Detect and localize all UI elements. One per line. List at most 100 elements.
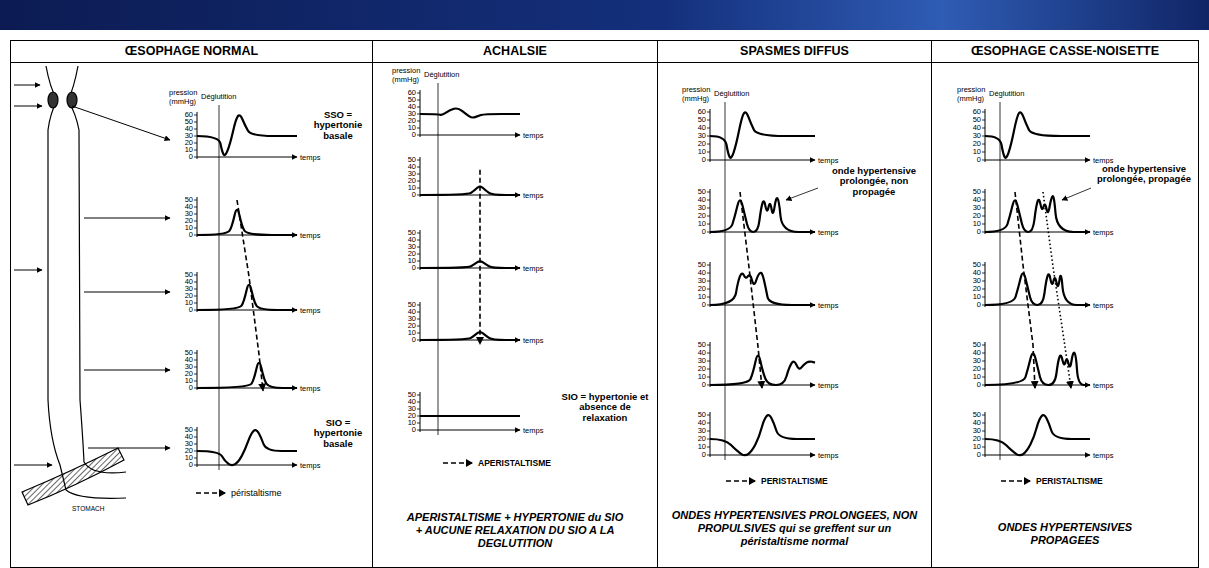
tick-value: 40 [961, 196, 981, 204]
tick-value: 10 [961, 443, 981, 451]
time-axis-label: temps [523, 427, 543, 435]
tick-value: 50 [961, 261, 981, 269]
pressure-curve [985, 415, 1090, 455]
time-axis-label: temps [1093, 302, 1113, 310]
tick-value: 60 [686, 108, 706, 116]
y-axis [420, 392, 421, 432]
sphincter-note: SIO = hypertonie basale [306, 418, 370, 449]
tick-value: 30 [686, 427, 706, 435]
wave-arrow [1015, 192, 1035, 388]
sphincter-note: SIO = hypertonie et absence de relaxatio… [558, 392, 652, 423]
y-axis [985, 412, 986, 457]
wave-arrow [740, 192, 762, 388]
tick-value: 0 [961, 451, 981, 459]
tick-value: 0 [173, 306, 193, 314]
pressure-curve [710, 273, 815, 305]
tick-value: 10 [961, 373, 981, 381]
top-banner [0, 0, 1209, 30]
swallow-line [219, 105, 220, 470]
swallow-label: Déglutition [201, 93, 236, 101]
tick-value: 50 [686, 116, 706, 124]
swallow-line [1000, 102, 1001, 460]
column-header: ACHALSIE [373, 41, 657, 63]
time-axis-label: temps [1093, 452, 1113, 460]
time-axis-label: temps [523, 337, 543, 345]
tick-value: 40 [686, 124, 706, 132]
time-axis-label: temps [818, 302, 838, 310]
tick-value: 0 [396, 264, 416, 272]
tick-value: 40 [961, 124, 981, 132]
tick-value: 0 [173, 461, 193, 469]
pressure-curve [710, 112, 815, 157]
legend-sample [1000, 476, 1032, 486]
x-axis [985, 455, 1090, 456]
legend-sample [195, 488, 227, 498]
column-panel: ŒSOPHAGE CASSE-NOISETTEONDES HYPERTENSIV… [931, 40, 1199, 568]
organ-label: STOMACH [72, 505, 104, 512]
wave-arrow [237, 200, 263, 391]
pressure-curve [710, 415, 815, 455]
legend-text: APERISTALTISME [478, 458, 551, 468]
legend-head [219, 489, 226, 497]
tick-value: 20 [686, 365, 706, 373]
tick-value: 30 [961, 204, 981, 212]
pressure-curve [985, 112, 1090, 157]
tick-value: 10 [686, 220, 706, 228]
column-caption: ONDES HYPERTENSIVES PROPAGEES [985, 521, 1145, 547]
tick-value: 50 [961, 116, 981, 124]
pressure-curve [420, 332, 520, 340]
tick-value: 0 [961, 156, 981, 164]
y-axis [420, 157, 421, 197]
tick-value: 20 [961, 435, 981, 443]
tick-value: 10 [961, 148, 981, 156]
legend-text: PERISTALTISME [761, 476, 828, 486]
wave-note: onde hypertensive prolongée, propagée [1093, 164, 1195, 185]
legend-head [466, 459, 473, 467]
tick-value: 40 [961, 349, 981, 357]
pressure-curve [710, 198, 815, 232]
time-axis-label: temps [523, 132, 543, 140]
tick-value: 10 [961, 220, 981, 228]
x-axis [197, 157, 297, 158]
tick-value: 50 [961, 341, 981, 349]
time-axis-label: temps [300, 385, 320, 393]
tick-value: 40 [686, 196, 706, 204]
column-header: ŒSOPHAGE NORMAL [11, 41, 372, 63]
time-axis-label: temps [523, 192, 543, 200]
tick-value: 50 [686, 341, 706, 349]
tick-value: 20 [961, 140, 981, 148]
tick-value: 0 [686, 301, 706, 309]
tick-value: 30 [961, 132, 981, 140]
tick-value: 50 [961, 188, 981, 196]
pointer-arrows [14, 85, 170, 465]
swallow-line [438, 83, 439, 435]
wave-arrow [479, 170, 481, 344]
tick-value: 10 [961, 293, 981, 301]
tick-value: 30 [686, 132, 706, 140]
y-axis [710, 189, 711, 234]
tick-value: 20 [961, 285, 981, 293]
legend-sample [725, 476, 757, 486]
pressure-curve [197, 430, 297, 465]
pressure-curve [710, 356, 815, 385]
y-axis [710, 262, 711, 307]
y-axis [197, 272, 198, 312]
tick-value: 30 [686, 357, 706, 365]
pressure-curve [420, 261, 520, 268]
tick-value: 10 [686, 148, 706, 156]
tick-value: 0 [961, 381, 981, 389]
column-header: SPASMES DIFFUS [658, 41, 931, 63]
time-axis-label: temps [818, 452, 838, 460]
legend-sample [442, 458, 474, 468]
x-axis [710, 455, 815, 456]
tick-value: 50 [686, 261, 706, 269]
tick-value: 10 [686, 443, 706, 451]
time-axis-label: temps [1093, 229, 1113, 237]
x-axis [420, 430, 520, 431]
legend-item: PERISTALTISME [1000, 476, 1103, 486]
tick-value: 0 [686, 381, 706, 389]
y-axis [710, 412, 711, 457]
legend-item: PERISTALTISME [725, 476, 828, 486]
swallow-label: Déglutition [424, 71, 459, 79]
tick-value: 50 [961, 411, 981, 419]
